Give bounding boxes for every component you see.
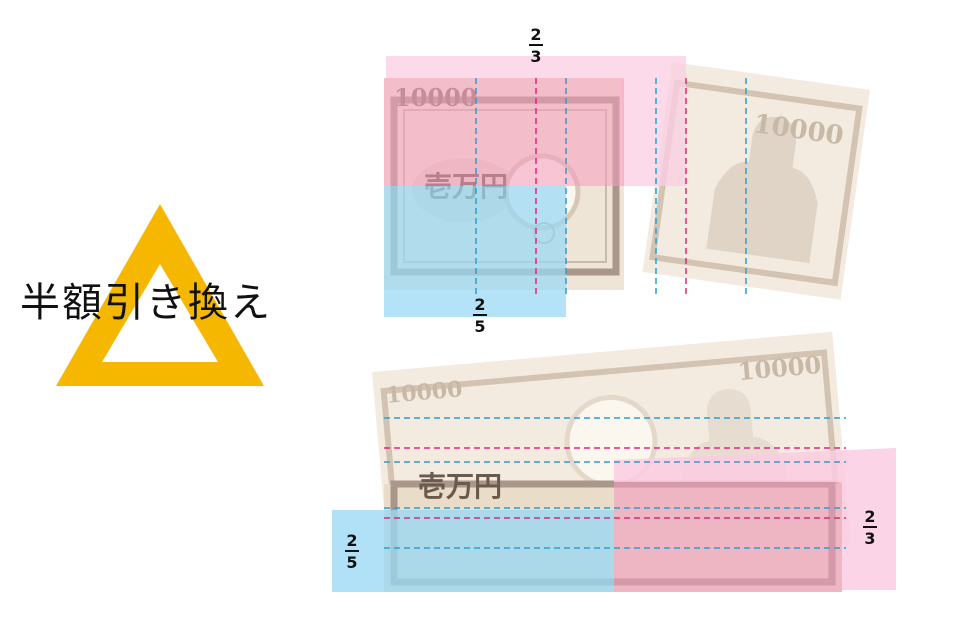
fraction-denominator: 5	[474, 317, 486, 336]
guide-lines-top	[475, 78, 747, 296]
two-fifths-overlay-bottom	[332, 510, 614, 592]
two-thirds-overlay-bottom	[614, 448, 896, 592]
fraction-label-two-thirds-top: 2 3	[522, 26, 550, 65]
fraction-numerator: 2	[346, 531, 358, 550]
two-thirds-overlay-top	[384, 56, 686, 186]
banknote-right-piece: 10000	[642, 62, 870, 300]
fraction-label-two-fifths-bottom: 2 5	[338, 532, 366, 571]
fraction-denominator: 5	[346, 553, 358, 572]
fraction-numerator: 2	[530, 25, 542, 44]
banknote-kanji-bottom: 壱万円	[418, 470, 502, 503]
fraction-numerator: 2	[474, 295, 486, 314]
bottom-banknote-illustration: 10000 10000 壱万円	[332, 331, 896, 592]
fraction-denominator: 3	[530, 47, 542, 66]
triangle-mark	[56, 204, 264, 386]
fraction-label-two-thirds-bottom: 2 3	[856, 508, 884, 547]
fraction-bar	[473, 314, 487, 316]
fraction-bar	[529, 44, 543, 46]
fraction-denominator: 3	[864, 529, 876, 548]
top-banknote-illustration: 10000 10000 壱万円	[384, 56, 870, 317]
banknote-denomination-bottom-right: 10000	[737, 350, 823, 386]
guide-lines-bottom	[384, 417, 846, 549]
page-title: 半額引き換え	[20, 280, 272, 326]
fraction-label-two-fifths-top: 2 5	[466, 296, 494, 335]
fraction-bar	[863, 526, 877, 528]
fraction-numerator: 2	[864, 507, 876, 526]
fraction-bar	[345, 550, 359, 552]
